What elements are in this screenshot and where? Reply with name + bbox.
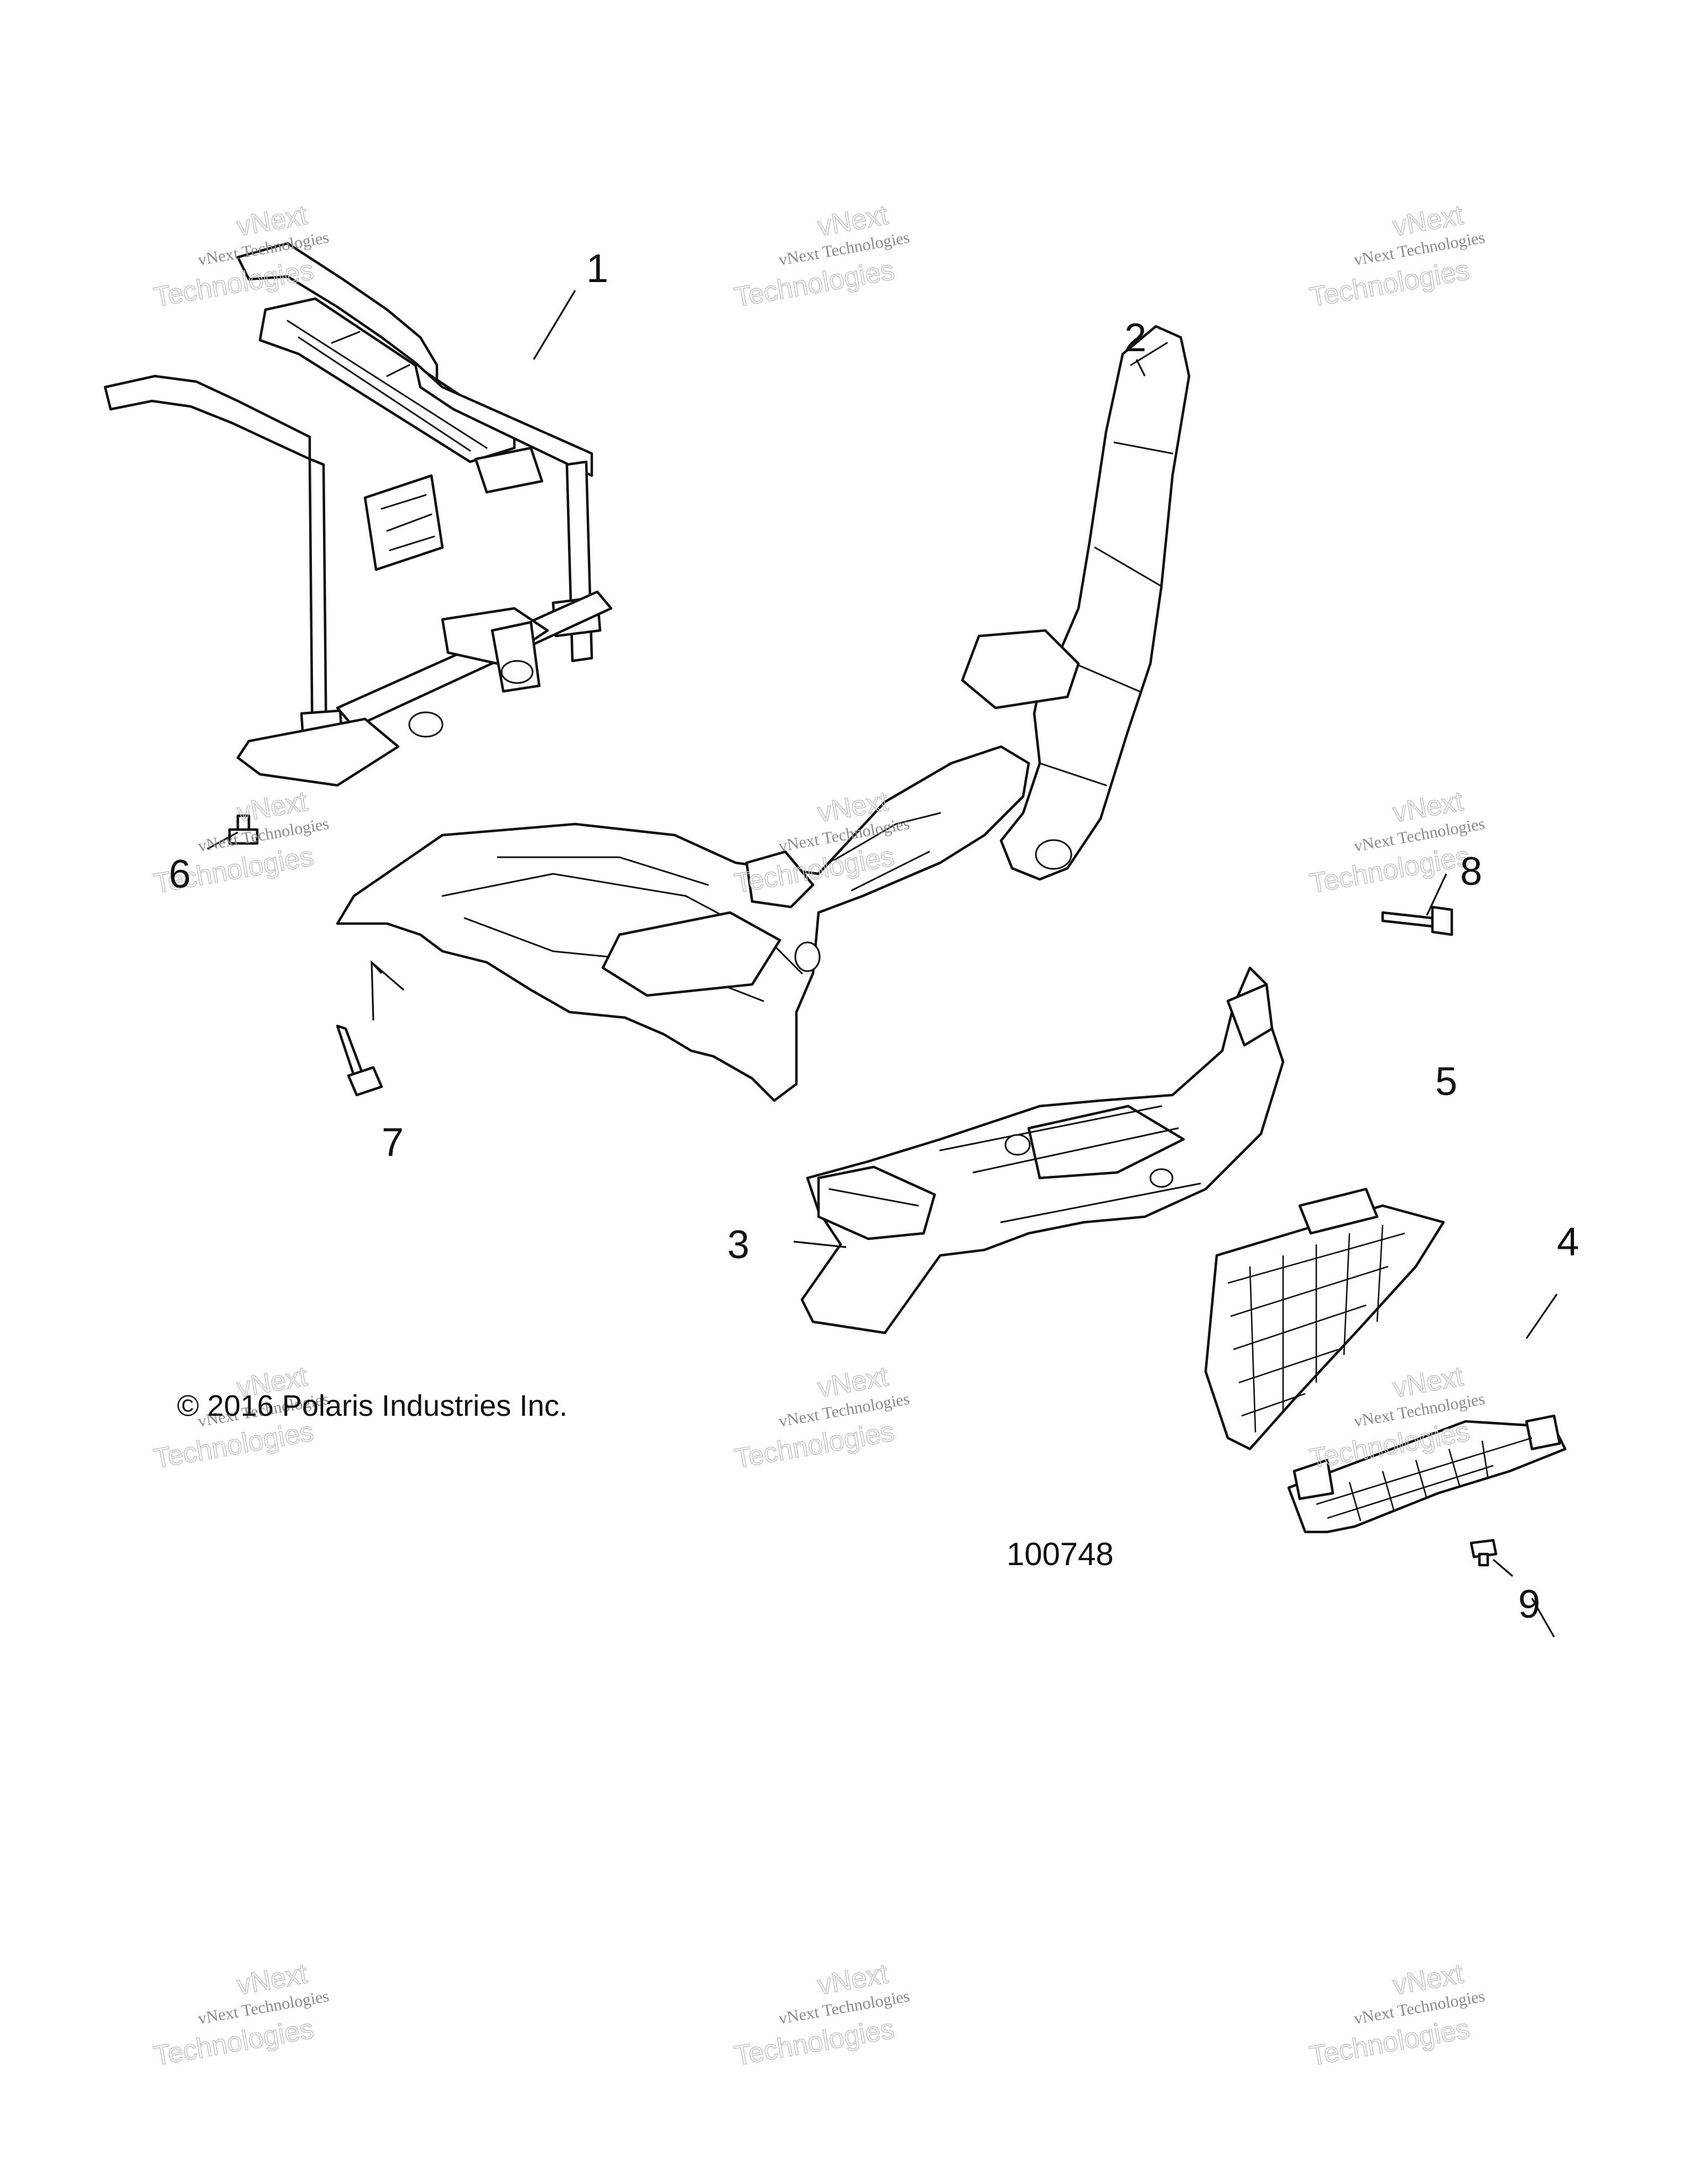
watermark-grid: Technologies vNext Technologies vNext Te… [151,199,1486,2072]
leader-lines [207,290,1558,1638]
callout-8: 8 [1460,849,1482,894]
callout-6: 6 [169,852,191,896]
callout-9: 9 [1518,1582,1540,1627]
watermark: Technologies vNext Technologies vNext [732,1957,911,2072]
diagram-number: 100748 [1007,1536,1114,1572]
copyright-notice: © 2016 Polaris Industries Inc. [177,1389,567,1422]
callout-4: 4 [1557,1220,1579,1264]
fastener-7 [336,1024,383,1097]
callout-3: 3 [727,1223,749,1267]
fastener-9 [1469,1539,1498,1567]
watermark: Technologies vNext Technologies vNext [732,1360,911,1474]
watermark: Technologies vNext Technologies vNext [151,199,330,313]
callout-5: 5 [1435,1060,1457,1104]
watermark: Technologies vNext Technologies vNext [151,1957,330,2072]
part-3-lower-bumper [800,966,1285,1335]
part-4-lower-grille [1287,1414,1567,1534]
callout-7: 7 [382,1120,404,1165]
callout-1: 1 [586,247,608,291]
callout-2: 2 [1124,316,1146,360]
part-5-upper-grille [1204,1187,1445,1451]
watermark: Technologies vNext Technologies vNext [1307,1957,1486,2072]
part-2-front-fascia [336,325,1191,1102]
watermark: Technologies vNext Technologies vNext [1307,199,1486,313]
watermark: Technologies vNext Technologies vNext [732,199,911,313]
fastener-8 [1381,905,1453,936]
part-1-front-rack [103,242,613,787]
